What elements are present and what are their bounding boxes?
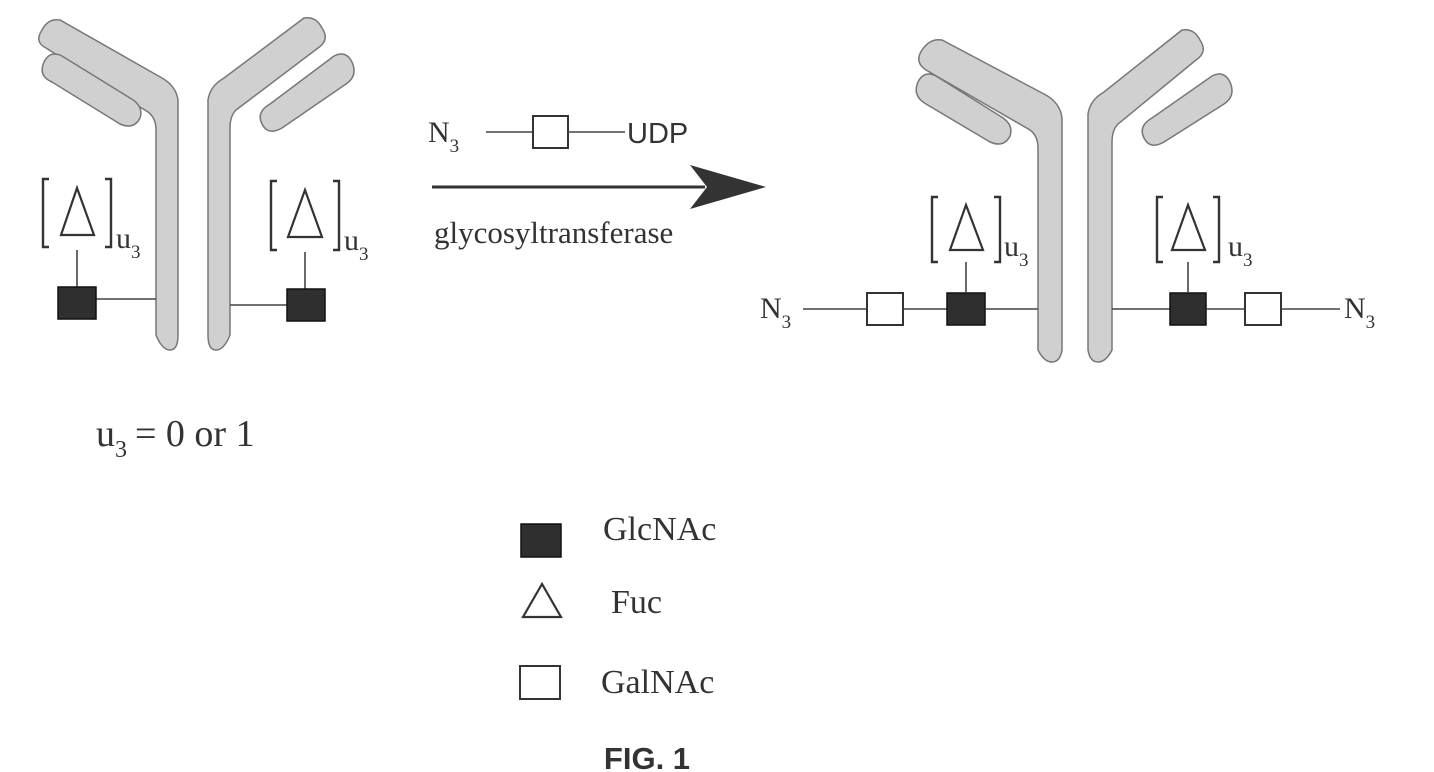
legend-glcnac-label: GlcNAc	[603, 511, 716, 548]
condition-label: u3= 0 or 1	[96, 413, 255, 463]
azide-label: N3	[760, 292, 791, 333]
bracket-open	[1157, 197, 1163, 262]
antibody-left: u3 u3	[39, 18, 369, 350]
azide-label: N3	[1344, 292, 1375, 333]
bracket-open	[271, 181, 277, 250]
fuc-symbol	[288, 190, 322, 237]
bracket-close	[105, 179, 111, 247]
legend-galnac-label: GalNAc	[601, 664, 714, 701]
figure-caption: FIG. 1	[604, 741, 690, 772]
glcnac-symbol	[947, 293, 985, 325]
galnac-symbol	[867, 293, 903, 325]
reagent-udp-label: UDP	[627, 118, 688, 150]
reaction-arrow-group: N3 UDP glycosyltransferase	[428, 116, 766, 250]
repeat-label: u3	[1228, 230, 1253, 271]
antibody-right: N3 u3 N3 u3	[760, 30, 1375, 362]
repeat-label: u3	[344, 224, 369, 265]
fuc-symbol	[1172, 205, 1205, 250]
legend-fuc-symbol	[523, 584, 561, 617]
bracket-open	[932, 197, 938, 262]
repeat-label: u3	[116, 222, 141, 263]
legend: GlcNAc Fuc GalNAc	[520, 511, 716, 701]
glcnac-symbol	[287, 289, 325, 321]
galnac-symbol	[1245, 293, 1281, 325]
glcnac-symbol	[1170, 293, 1206, 325]
bracket-close	[333, 181, 339, 250]
galnac-symbol	[533, 116, 568, 148]
fuc-symbol	[950, 205, 983, 250]
legend-fuc-label: Fuc	[611, 584, 662, 621]
bracket-close	[1213, 197, 1219, 262]
bracket-open	[43, 179, 49, 247]
legend-galnac-symbol	[520, 666, 560, 699]
enzyme-label: glycosyltransferase	[434, 215, 673, 250]
glcnac-symbol	[58, 287, 96, 319]
repeat-label: u3	[1004, 230, 1029, 271]
bracket-close	[994, 197, 1000, 262]
reagent-azide-label: N3	[428, 116, 459, 157]
fuc-symbol	[61, 188, 94, 235]
legend-glcnac-symbol	[521, 524, 561, 557]
